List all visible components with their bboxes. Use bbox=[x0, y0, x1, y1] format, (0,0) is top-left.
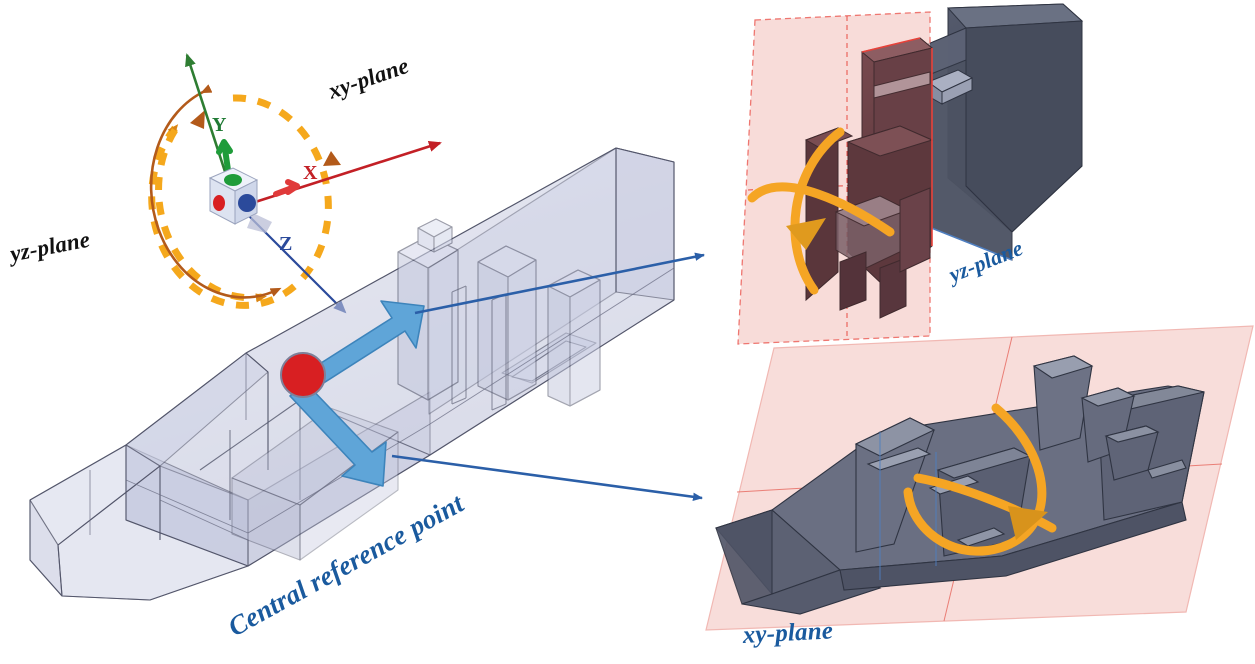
cube-dot-top-green bbox=[224, 174, 242, 186]
xy-section-panel bbox=[705, 325, 1254, 631]
label-xy-plane-bottom: xy-plane bbox=[742, 617, 834, 649]
xy-rotation-arrow-icon bbox=[903, 403, 1057, 556]
callout-arrow-to-xy-panel bbox=[391, 454, 703, 501]
block-arrow-up-right bbox=[309, 300, 425, 385]
axis-label-z: Z bbox=[279, 233, 293, 255]
callout-arrow-to-yz-panel bbox=[414, 252, 705, 315]
solid-rotation-arc-icon bbox=[149, 84, 282, 299]
xy-sectioned-geometry bbox=[715, 355, 1205, 615]
block-arrow-down-right bbox=[289, 381, 387, 487]
yz-sectioned-geometry bbox=[804, 37, 934, 319]
yz-rotation-arrow-icon bbox=[747, 127, 895, 295]
axis-label-x: X bbox=[303, 162, 318, 184]
y-axis-secondary-icon bbox=[216, 139, 233, 173]
yz-section-panel bbox=[737, 3, 1084, 345]
xy-rotation-arrowhead bbox=[1008, 506, 1048, 540]
orientation-cube-icon bbox=[208, 167, 272, 233]
x-axis-secondary-icon bbox=[273, 179, 300, 197]
central-reference-point-dot bbox=[280, 352, 326, 398]
gizmo-rotation-indicators bbox=[148, 84, 341, 309]
ship-hull-model bbox=[29, 147, 675, 601]
cube-dot-left-red bbox=[213, 195, 225, 211]
cube-dot-front-blue bbox=[238, 194, 256, 212]
y-axis-line bbox=[185, 53, 233, 191]
axis-label-y: Y bbox=[212, 114, 227, 136]
yz-rotation-arrowhead bbox=[786, 218, 826, 250]
